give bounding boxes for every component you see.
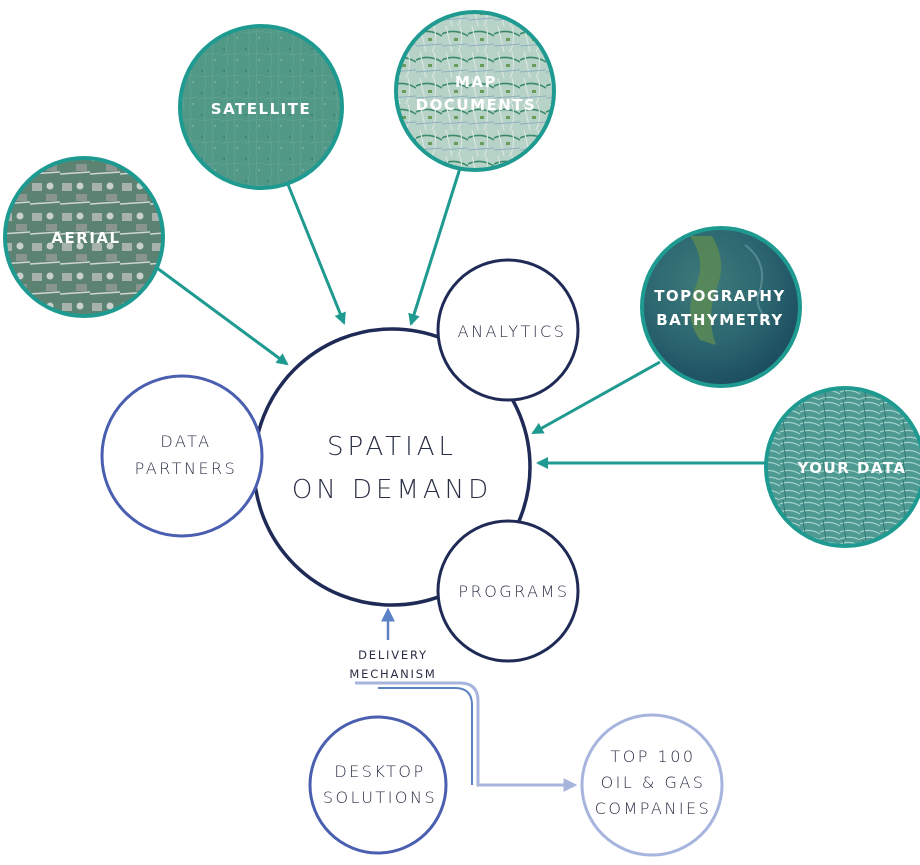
- analytics-label: ANALYTICS: [458, 322, 567, 341]
- arrow-topography: [531, 360, 661, 435]
- your-data-label: YOUR DATA: [796, 459, 906, 477]
- map-documents-node: [394, 10, 556, 172]
- desktop-solutions-circle: [308, 715, 448, 855]
- center-title-line2: ON DEMAND: [292, 475, 492, 505]
- map-label-line1: MAP: [455, 73, 497, 91]
- aerial-node: [3, 156, 165, 318]
- arrow-satellite: [285, 181, 346, 325]
- top100-line1: TOP 100: [610, 747, 695, 766]
- analytics-circle: [436, 258, 580, 402]
- topography-bathymetry-node: [640, 226, 802, 388]
- top100-line3: COMPANIES: [595, 799, 712, 818]
- delivery-connector: [355, 681, 578, 792]
- programs-circle: [436, 519, 580, 663]
- map-label-line2: DOCUMENTS: [416, 96, 537, 114]
- top100-line2: OIL & GAS: [601, 773, 706, 792]
- data-partners-circle: [100, 374, 264, 538]
- satellite-node: [178, 24, 344, 190]
- topography-label: TOPOGRAPHY: [654, 287, 786, 305]
- delivery-line2: MECHANISM: [349, 667, 436, 681]
- your-data-node: [764, 386, 920, 548]
- desktop-line1: DESKTOP: [334, 762, 425, 781]
- data-partners-line1: DATA: [160, 432, 211, 451]
- desktop-line2: SOLUTIONS: [323, 788, 437, 807]
- satellite-label: SATELLITE: [211, 100, 311, 118]
- arrow-aerial: [156, 266, 289, 366]
- arrow-map-documents: [408, 164, 463, 326]
- aerial-label: AERIAL: [51, 229, 120, 247]
- programs-label: PROGRAMS: [458, 582, 569, 601]
- delivery-line1: DELIVERY: [358, 648, 428, 662]
- bathymetry-label: BATHYMETRY: [656, 311, 784, 329]
- delivery-connector-inner: [378, 687, 473, 785]
- top-100-circle: [580, 713, 724, 857]
- center-title-line1: SPATIAL: [327, 432, 457, 462]
- data-partners-line2: PARTNERS: [135, 459, 238, 478]
